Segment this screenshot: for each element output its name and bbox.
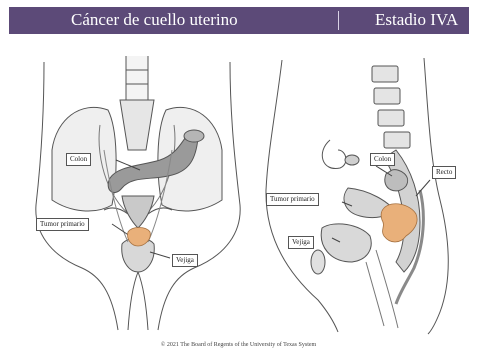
sagittal-bladder [321, 224, 371, 262]
sagittal-back-outline [424, 58, 448, 334]
frontal-spine [126, 56, 148, 100]
frontal-view [36, 56, 240, 330]
label-frontal-colon: Colon [66, 153, 91, 166]
label-sagittal-primary-tumor: Tumor primario [266, 193, 319, 206]
copyright-footer: © 2021 The Board of Regents of the Unive… [0, 342, 477, 348]
frontal-uterus [122, 196, 154, 228]
sagittal-colon [385, 170, 408, 191]
label-frontal-primary-tumor: Tumor primario [36, 218, 89, 231]
frontal-sacrum [120, 100, 154, 150]
label-frontal-bladder: Vejiga [172, 254, 198, 267]
label-sagittal-colon: Colon [370, 153, 395, 166]
sagittal-vertebrae [372, 66, 410, 148]
label-sagittal-rectum: Recto [432, 166, 456, 179]
label-sagittal-bladder: Vejiga [288, 236, 314, 249]
